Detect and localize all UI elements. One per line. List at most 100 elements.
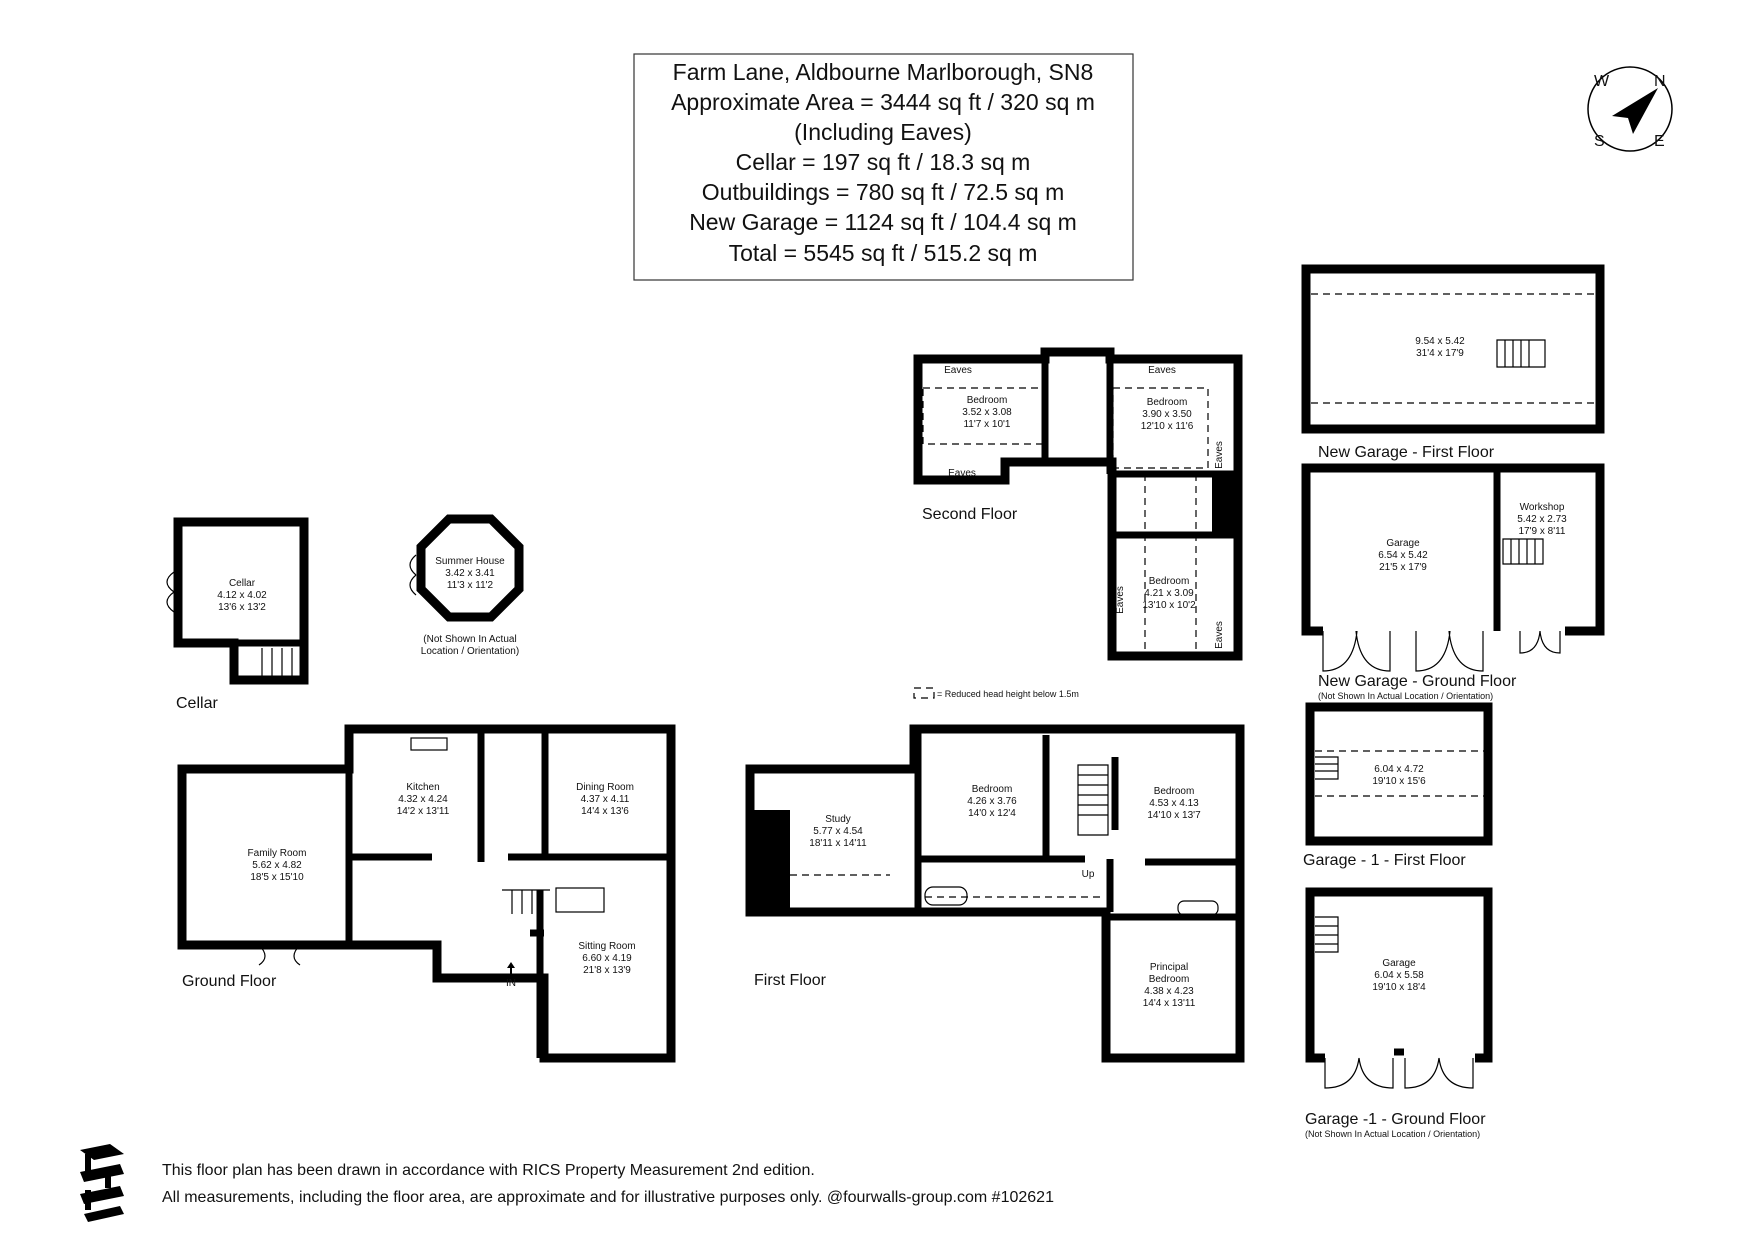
room-imperial: 18'5 x 15'10 — [250, 872, 304, 883]
room-imperial: 21'5 x 17'9 — [1379, 562, 1427, 573]
room-metric: 4.53 x 4.13 — [1149, 798, 1199, 809]
room-metric: 4.26 x 3.76 — [967, 796, 1017, 807]
room-imperial: 19'10 x 15'6 — [1372, 776, 1426, 787]
room-metric: 4.38 x 4.23 — [1144, 986, 1194, 997]
room-imperial: 19'10 x 18'4 — [1372, 982, 1426, 993]
stairs-icon — [1496, 339, 1546, 368]
location-note: (Not Shown In Actual Location / Orientat… — [1318, 691, 1493, 701]
room-metric: 3.90 x 3.50 — [1142, 409, 1192, 420]
room-name: Study — [825, 814, 851, 825]
cellar-area: Cellar = 197 sq ft / 18.3 sq m — [736, 149, 1031, 175]
cellar-plan: Cellar 4.12 x 4.02 13'6 x 13'2 Cellar — [166, 517, 309, 712]
room-metric: 4.12 x 4.02 — [217, 590, 267, 601]
room-metric: 6.04 x 5.58 — [1374, 970, 1424, 981]
floor-label-cellar: Cellar — [176, 695, 218, 712]
disclaimer: All measurements, including the floor ar… — [162, 1189, 1054, 1206]
room-metric: 6.04 x 4.72 — [1374, 764, 1424, 775]
room-imperial: 21'8 x 13'9 — [583, 965, 631, 976]
new-garage-ground-floor-plan: Garage 6.54 x 5.42 21'5 x 17'9 Workshop … — [1301, 463, 1605, 701]
room-name: Bedroom — [972, 784, 1013, 795]
room-imperial: 14'10 x 13'7 — [1147, 810, 1201, 821]
room-metric: 6.60 x 4.19 — [582, 953, 632, 964]
eaves-label: Eaves — [1214, 621, 1225, 649]
room-name: Cellar — [229, 578, 256, 589]
location-note: (Not Shown In Actual Location / Orientat… — [1305, 1129, 1480, 1139]
new-garage-area: New Garage = 1124 sq ft / 104.4 sq m — [689, 209, 1077, 235]
approx-area: Approximate Area = 3444 sq ft / 320 sq m — [671, 89, 1095, 115]
area-summary-box: Farm Lane, Aldbourne Marlborough, SN8 Ap… — [633, 53, 1134, 281]
room-metric: 6.54 x 5.42 — [1378, 550, 1428, 561]
eaves-note: (Including Eaves) — [794, 119, 972, 145]
room-metric: 5.62 x 4.82 — [252, 860, 302, 871]
room-imperial: 14'4 x 13'6 — [581, 806, 629, 817]
room-imperial: 11'7 x 10'1 — [963, 419, 1010, 430]
total-area: Total = 5545 sq ft / 515.2 sq m — [729, 240, 1038, 266]
room-imperial: 14'2 x 13'11 — [397, 806, 450, 817]
room-name: Summer House — [435, 556, 505, 567]
sink-icon — [410, 737, 448, 751]
room-imperial: 12'10 x 11'6 — [1141, 421, 1194, 432]
room-name: Dining Room — [576, 782, 634, 793]
room-name: Bedroom — [1149, 974, 1190, 985]
room-metric: 4.37 x 4.11 — [581, 794, 630, 805]
cellar-door-icon — [166, 571, 175, 613]
stairs-up-label: Up — [1082, 869, 1095, 880]
room-name: Garage — [1386, 538, 1420, 549]
eaves-label: Eaves — [944, 365, 972, 376]
fourwalls-logo — [80, 1144, 124, 1222]
room-name: Workshop — [1520, 502, 1565, 513]
eaves-label: Eaves — [1115, 586, 1126, 614]
floor-label-garage1-ground: Garage -1 - Ground Floor — [1305, 1111, 1486, 1128]
room-name: Sitting Room — [578, 941, 635, 952]
room-name: Principal — [1150, 962, 1188, 973]
room-imperial: 17'9 x 8'11 — [1518, 526, 1565, 537]
stairs-icon — [1315, 756, 1339, 780]
garage1-first-floor-plan: 6.04 x 4.72 19'10 x 15'6 Garage - 1 - Fi… — [1303, 702, 1493, 869]
second-floor-plan: Eaves Eaves Eaves Eaves Eaves Eaves Bedr… — [913, 347, 1243, 699]
location-note: Location / Orientation) — [421, 646, 519, 657]
stairs-icon — [1315, 916, 1339, 953]
room-name: Bedroom — [1154, 786, 1195, 797]
room-imperial: 14'0 x 12'4 — [968, 808, 1016, 819]
outbuildings-area: Outbuildings = 780 sq ft / 72.5 sq m — [702, 179, 1064, 205]
entrance-arrow-icon — [507, 962, 515, 974]
bath-icon — [924, 886, 968, 906]
compass-n: N — [1654, 73, 1666, 90]
eaves-label: Eaves — [1214, 441, 1225, 469]
first-floor-plan: Study 5.77 x 4.54 18'11 x 14'11 Bedroom … — [745, 724, 1245, 1063]
compass-w: W — [1594, 73, 1610, 90]
room-metric: 4.21 x 3.09 — [1144, 588, 1194, 599]
garage1-ground-floor-plan: Garage 6.04 x 5.58 19'10 x 18'4 Garage -… — [1305, 887, 1493, 1139]
stairs-icon — [1502, 538, 1544, 565]
bath-icon — [1177, 900, 1219, 916]
room-metric: 5.42 x 2.73 — [1517, 514, 1567, 525]
room-metric: 4.32 x 4.24 — [398, 794, 448, 805]
location-note: (Not Shown In Actual — [423, 634, 516, 645]
floor-label-new-garage-ground: New Garage - Ground Floor — [1318, 673, 1517, 690]
reduced-height-legend: = Reduced head height below 1.5m — [937, 689, 1079, 699]
room-metric: 3.52 x 3.08 — [962, 407, 1012, 418]
room-imperial: 31'4 x 17'9 — [1416, 348, 1464, 359]
floor-label-new-garage-first: New Garage - First Floor — [1318, 444, 1495, 461]
room-imperial: 14'4 x 13'11 — [1143, 998, 1196, 1009]
room-imperial: 18'11 x 14'11 — [809, 838, 867, 849]
floor-label-garage1-first: Garage - 1 - First Floor — [1303, 852, 1466, 869]
room-name: Bedroom — [1147, 397, 1188, 408]
room-name: Bedroom — [1149, 576, 1190, 587]
room-metric: 3.42 x 3.41 — [445, 568, 495, 579]
eaves-label: Eaves — [948, 468, 976, 479]
room-name: Family Room — [248, 848, 307, 859]
eaves-label: Eaves — [1148, 365, 1176, 376]
compass-e: E — [1654, 133, 1665, 150]
new-garage-first-floor-plan: 9.54 x 5.42 31'4 x 17'9 New Garage - Fir… — [1301, 264, 1605, 461]
rics-statement: This floor plan has been drawn in accord… — [162, 1162, 815, 1179]
room-imperial: 13'6 x 13'2 — [218, 602, 266, 613]
summer-house-plan: Summer House 3.42 x 3.41 11'3 x 11'2 (No… — [409, 514, 524, 657]
floor-label-first: First Floor — [754, 972, 827, 989]
compass-icon: W N S E — [1587, 66, 1673, 152]
room-metric: 5.77 x 4.54 — [813, 826, 863, 837]
compass-s: S — [1594, 133, 1605, 150]
room-name: Kitchen — [406, 782, 439, 793]
room-name: Bedroom — [967, 395, 1008, 406]
